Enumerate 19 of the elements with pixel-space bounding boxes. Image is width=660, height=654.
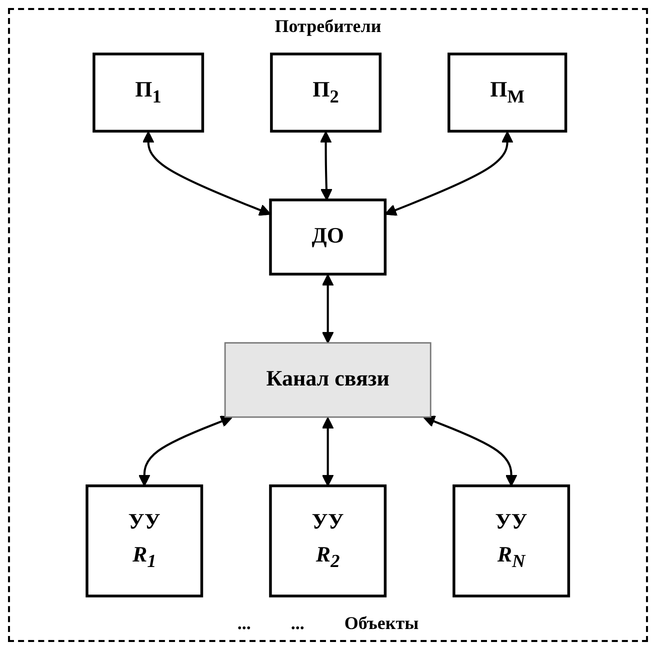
node-box: П$_{1}$ <box>92 52 204 133</box>
arrow <box>423 416 518 486</box>
node-box: ДО <box>269 198 387 276</box>
group-heading: Потребители <box>274 16 382 37</box>
node-box: Канал связи <box>224 342 432 418</box>
node-box: УУ R$_{N}$ <box>452 484 570 598</box>
arrow <box>322 417 334 486</box>
arrow <box>322 274 334 344</box>
node-box: П$_{M}$ <box>448 52 568 133</box>
arrow <box>384 131 514 216</box>
ellipsis-text: ... <box>237 613 251 634</box>
node-box: УУ R$_{1}$ <box>86 484 204 598</box>
node-box: УУ R$_{2}$ <box>269 484 387 598</box>
arrow <box>142 131 272 216</box>
group-heading: Объекты <box>344 613 419 634</box>
arrow <box>320 131 333 200</box>
node-box: П$_{2}$ <box>270 52 382 133</box>
arrow <box>138 416 233 486</box>
ellipsis-text: ... <box>290 613 304 634</box>
